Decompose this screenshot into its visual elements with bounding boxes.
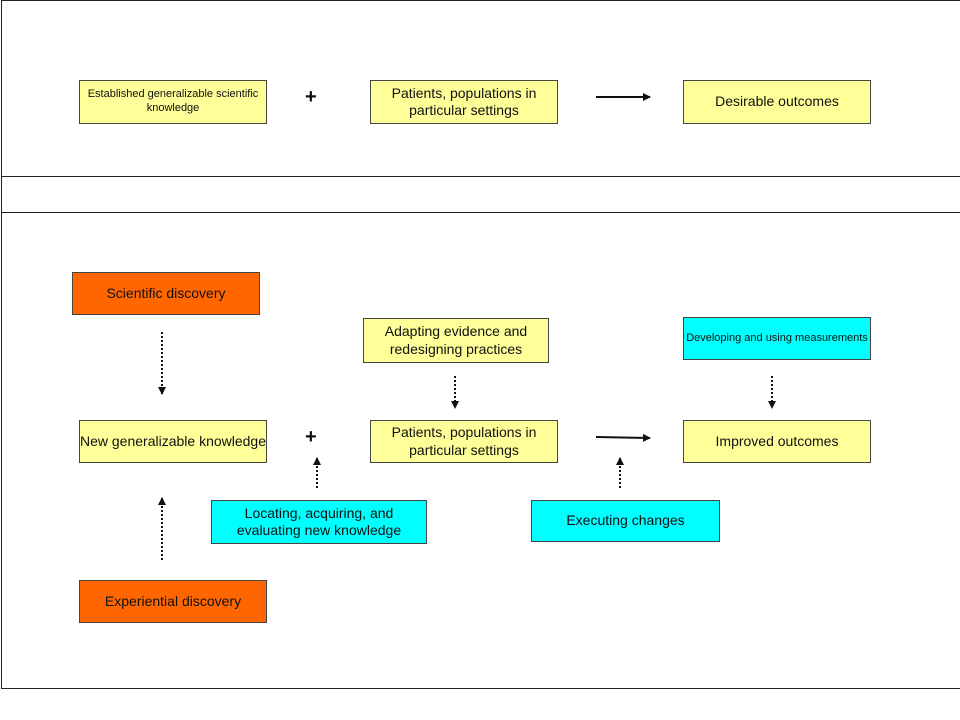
adapting-evidence-label: Adapting evidence and redesigning practi… bbox=[384, 323, 528, 357]
experiential-discovery-box: Experiential discovery bbox=[79, 580, 267, 623]
top-patients-label: Patients, populations in particular sett… bbox=[391, 84, 537, 119]
established-knowledge-label: Established generalizable scientific kno… bbox=[87, 88, 259, 114]
new-knowledge-label: New generalizable knowledge bbox=[80, 432, 267, 449]
bottom-patients-label: Patients, populations in particular sett… bbox=[391, 424, 537, 458]
executing-changes-label: Executing changes bbox=[566, 512, 685, 529]
top-patients-box: Patients, populations in particular sett… bbox=[370, 80, 558, 124]
executing-changes-box: Executing changes bbox=[531, 500, 720, 542]
desirable-outcomes-label: Desirable outcomes bbox=[715, 93, 839, 110]
scientific-discovery-box: Scientific discovery bbox=[72, 272, 260, 315]
desirable-outcomes-box: Desirable outcomes bbox=[683, 80, 871, 124]
top-plus-sign: + bbox=[305, 86, 317, 108]
developing-measurements-label: Developing and using measurements bbox=[686, 331, 868, 344]
middle-panel bbox=[1, 176, 960, 213]
bottom-arrow-to-improved bbox=[595, 433, 651, 442]
experiential-discovery-label: Experiential discovery bbox=[104, 592, 242, 609]
established-knowledge-box: Established generalizable scientific kno… bbox=[79, 80, 267, 124]
bottom-plus-sign: + bbox=[305, 426, 317, 448]
adapting-evidence-box: Adapting evidence and redesigning practi… bbox=[363, 318, 549, 363]
improved-outcomes-label: Improved outcomes bbox=[715, 432, 839, 449]
locating-knowledge-label: Locating, acquiring, and evaluating new … bbox=[236, 504, 402, 539]
improved-outcomes-box: Improved outcomes bbox=[683, 420, 871, 463]
locating-knowledge-box: Locating, acquiring, and evaluating new … bbox=[211, 500, 427, 544]
scientific-discovery-label: Scientific discovery bbox=[106, 284, 226, 301]
bottom-patients-box: Patients, populations in particular sett… bbox=[370, 420, 558, 463]
new-knowledge-box: New generalizable knowledge bbox=[79, 420, 267, 463]
developing-measurements-box: Developing and using measurements bbox=[683, 317, 871, 360]
